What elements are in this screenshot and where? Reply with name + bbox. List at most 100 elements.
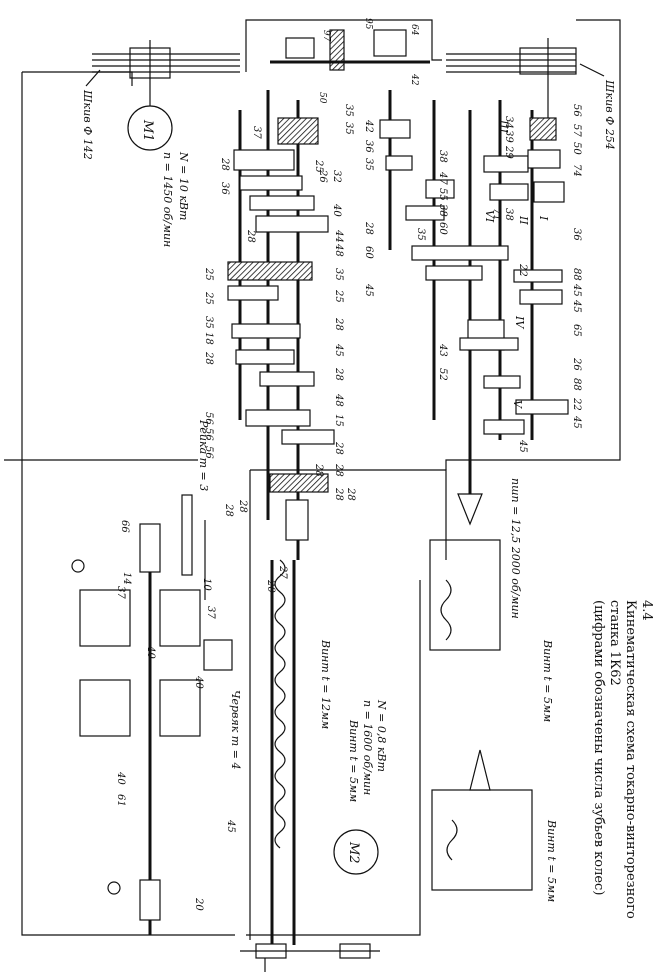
svg-text:56: 56 bbox=[203, 412, 214, 425]
svg-text:35: 35 bbox=[203, 316, 214, 329]
svg-text:42: 42 bbox=[409, 73, 419, 86]
svg-text:22: 22 bbox=[571, 397, 582, 411]
svg-text:28: 28 bbox=[313, 463, 324, 477]
svg-text:28: 28 bbox=[333, 441, 344, 455]
svg-text:35: 35 bbox=[343, 122, 354, 135]
svg-text:50: 50 bbox=[317, 92, 327, 104]
gear-stack-right bbox=[379, 117, 569, 435]
svg-text:56: 56 bbox=[203, 446, 214, 459]
svg-text:III: III bbox=[497, 119, 510, 134]
tailstock-screw-label: Винт t = 5мм bbox=[545, 819, 558, 902]
svg-text:45: 45 bbox=[225, 819, 236, 833]
svg-text:95: 95 bbox=[363, 18, 373, 30]
svg-text:27: 27 bbox=[277, 565, 288, 579]
worm-label: Червяк m = 4 bbox=[229, 690, 242, 769]
shaft-numerals: I II III IV V VI bbox=[483, 119, 550, 409]
svg-text:25: 25 bbox=[203, 267, 214, 281]
svg-text:32: 32 bbox=[331, 170, 342, 183]
svg-text:60: 60 bbox=[437, 222, 448, 235]
svg-text:29: 29 bbox=[503, 145, 514, 159]
motor-m1: M1 Шкив Ф 142 N = 10 кВт n = 1450 об/мин bbox=[81, 40, 240, 247]
tailstock-sketch: Винт t = 5мм bbox=[431, 749, 558, 902]
svg-text:14: 14 bbox=[121, 572, 132, 585]
svg-text:55: 55 bbox=[437, 188, 448, 201]
svg-text:35: 35 bbox=[415, 228, 426, 241]
svg-text:28: 28 bbox=[203, 351, 214, 365]
svg-text:IV: IV bbox=[513, 315, 526, 329]
svg-text:35: 35 bbox=[333, 268, 344, 281]
svg-text:45: 45 bbox=[571, 415, 582, 429]
bottom-pulleys bbox=[240, 943, 380, 959]
svg-text:65: 65 bbox=[571, 324, 582, 337]
lead-screw-label: Винт t = 12мм bbox=[319, 639, 332, 729]
caption-line-3: (цифрами обозначены числа зубьев колес) bbox=[591, 600, 606, 896]
svg-text:35: 35 bbox=[343, 104, 354, 117]
svg-text:45: 45 bbox=[571, 299, 582, 313]
spindle-speed-range: nшп = 12,5 2000 об/мин bbox=[509, 478, 522, 619]
caption-line-2: станка 1К62 bbox=[607, 600, 622, 686]
svg-text:37: 37 bbox=[251, 126, 262, 139]
rack-label: Рейка m = 3 bbox=[197, 419, 210, 491]
motor-m2: M2 N = 0,8 кВт n = 1600 об/мин bbox=[333, 699, 388, 875]
svg-text:45: 45 bbox=[363, 283, 374, 297]
gearbox-top: 97 95 64 50 42 bbox=[270, 18, 430, 104]
svg-text:VI: VI bbox=[483, 210, 496, 223]
m1-speed: n = 1450 об/мин bbox=[161, 152, 174, 247]
svg-text:28: 28 bbox=[219, 157, 230, 171]
figure-number: 4.4 bbox=[639, 600, 654, 621]
spindle-pulley: Шкив Ф 254 bbox=[446, 38, 616, 150]
svg-text:40: 40 bbox=[193, 675, 204, 689]
svg-text:50: 50 bbox=[571, 142, 582, 155]
lead-screw: Винт t = 12мм Винт t = 5мм bbox=[274, 559, 360, 849]
svg-text:38: 38 bbox=[503, 208, 514, 221]
svg-text:36: 36 bbox=[571, 228, 582, 241]
svg-text:I: I bbox=[537, 215, 550, 221]
m1-pulley-label: Шкив Ф 142 bbox=[81, 89, 94, 160]
svg-text:56: 56 bbox=[203, 428, 214, 441]
figure-caption: 4.4 Кинематическая схема токарно-винторе… bbox=[574, 600, 654, 930]
svg-text:34: 34 bbox=[503, 116, 514, 129]
svg-text:28: 28 bbox=[333, 463, 344, 477]
svg-text:42: 42 bbox=[363, 119, 374, 133]
svg-text:28: 28 bbox=[333, 317, 344, 331]
svg-text:40: 40 bbox=[115, 771, 126, 785]
gear-stack-left bbox=[227, 117, 335, 541]
svg-text:57: 57 bbox=[571, 124, 582, 137]
svg-text:15: 15 bbox=[333, 414, 344, 427]
svg-text:66: 66 bbox=[119, 520, 130, 533]
svg-text:43: 43 bbox=[437, 343, 448, 357]
svg-text:28: 28 bbox=[345, 487, 356, 501]
svg-text:V: V bbox=[511, 400, 524, 409]
svg-text:20: 20 bbox=[265, 579, 276, 593]
svg-text:22: 22 bbox=[517, 263, 528, 277]
svg-text:20: 20 bbox=[193, 897, 204, 911]
spindle-center: nшп = 12,5 2000 об/мин bbox=[457, 460, 522, 619]
svg-text:48: 48 bbox=[333, 243, 344, 257]
svg-text:28: 28 bbox=[363, 221, 374, 235]
svg-text:25: 25 bbox=[203, 291, 214, 305]
svg-text:38: 38 bbox=[437, 150, 448, 163]
svg-text:88: 88 bbox=[571, 378, 582, 391]
cross-slide-sketch: Винт t = 5мм bbox=[429, 539, 554, 722]
svg-text:28: 28 bbox=[245, 229, 256, 243]
svg-text:47: 47 bbox=[437, 171, 448, 185]
svg-text:45: 45 bbox=[333, 343, 344, 357]
svg-text:40: 40 bbox=[331, 203, 342, 217]
svg-text:35: 35 bbox=[363, 158, 374, 171]
svg-text:44: 44 bbox=[333, 229, 344, 243]
svg-text:25: 25 bbox=[313, 159, 324, 173]
caption-line-1: Кинематическая схема токарно-винторезног… bbox=[623, 600, 638, 919]
svg-text:48: 48 bbox=[333, 393, 344, 407]
spindle-pulley-label: Шкив Ф 254 bbox=[603, 79, 616, 150]
frame-outline bbox=[4, 19, 621, 972]
svg-text:18: 18 bbox=[203, 332, 214, 345]
svg-text:74: 74 bbox=[571, 164, 582, 177]
m2-power: N = 0,8 кВт bbox=[375, 699, 388, 772]
svg-text:28: 28 bbox=[237, 499, 248, 513]
svg-text:45: 45 bbox=[517, 439, 528, 453]
svg-text:25: 25 bbox=[333, 289, 344, 303]
svg-text:37: 37 bbox=[115, 586, 126, 599]
svg-text:88: 88 bbox=[571, 268, 582, 281]
